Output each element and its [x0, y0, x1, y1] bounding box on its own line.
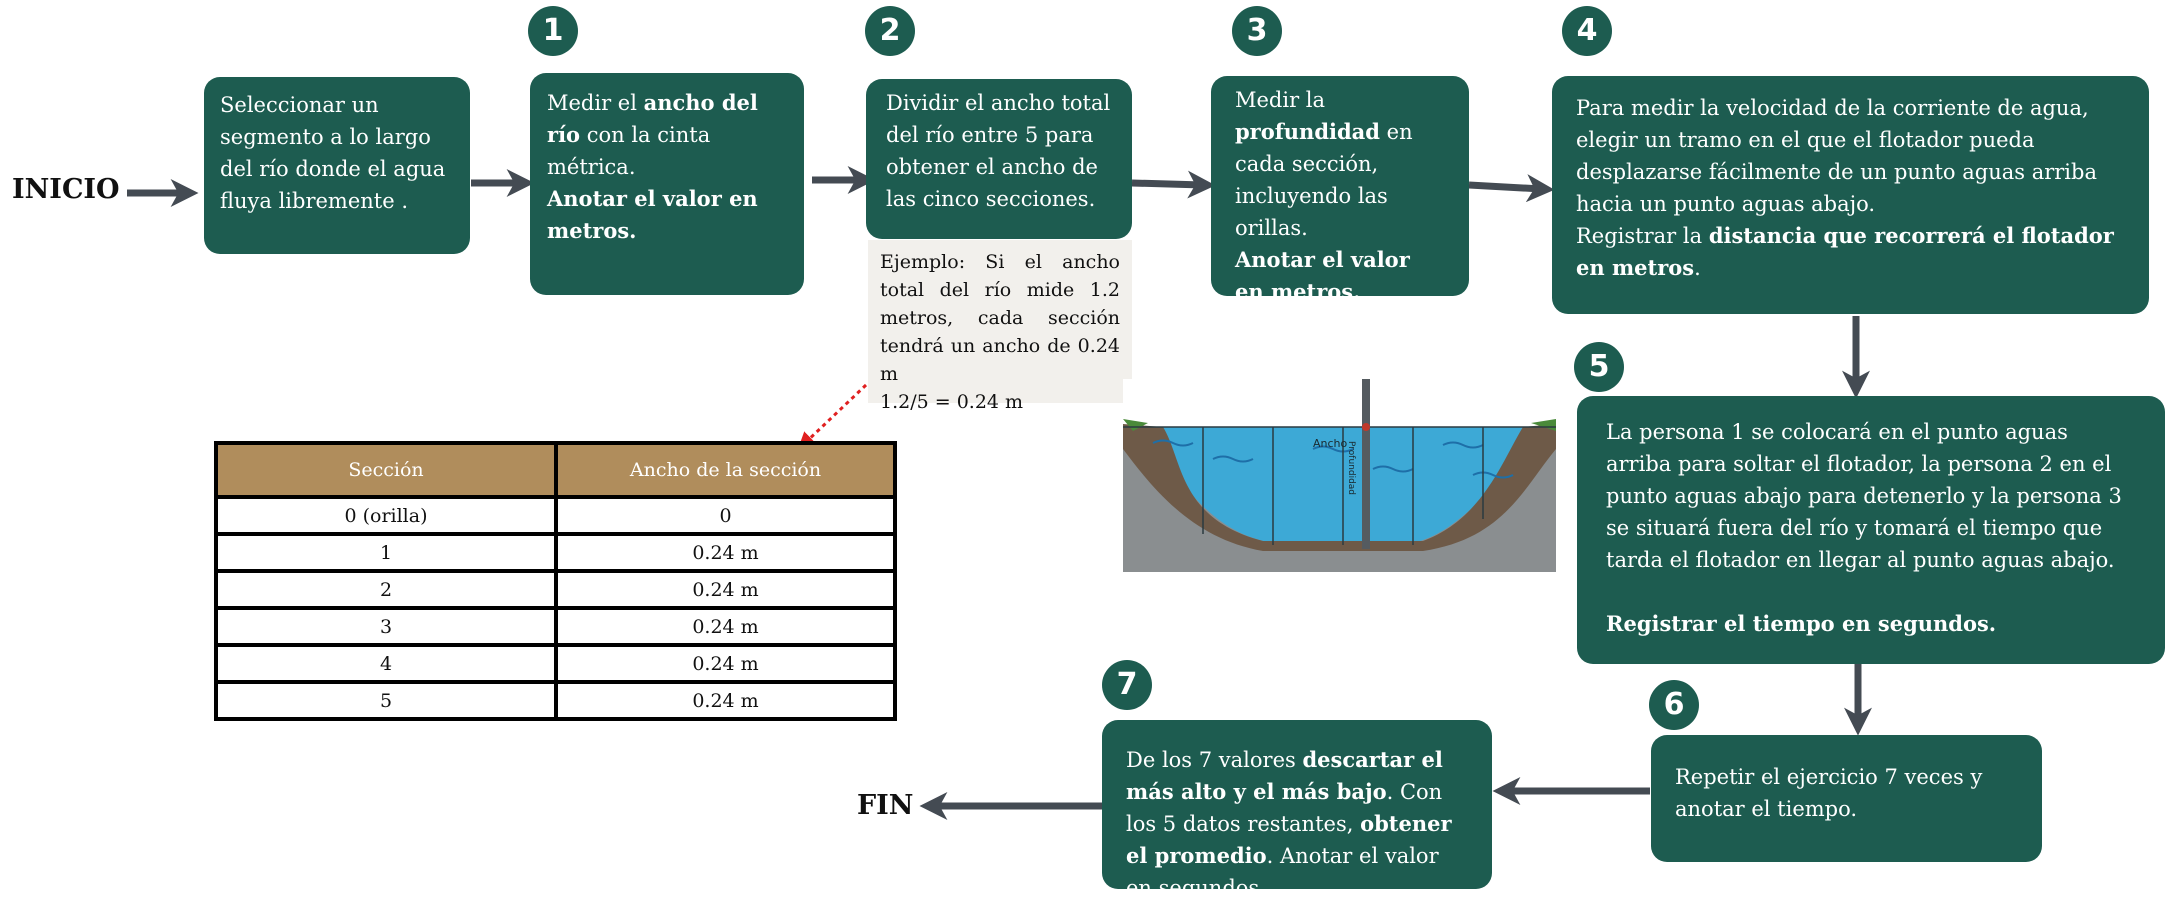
step-4-badge: 4	[1562, 6, 1612, 56]
example-note: Ejemplo: Si el ancho total del río mide …	[868, 240, 1132, 413]
step-1-bold-b: Anotar el valor en metros.	[547, 186, 758, 243]
step-6-badge: 6	[1649, 680, 1699, 730]
table-cell-section: 2	[214, 569, 558, 610]
step-7-bold-b: obtener el promedio	[1126, 811, 1452, 868]
dotted-arrow-example-to-table	[797, 383, 868, 451]
table-cell-section: 3	[214, 606, 558, 647]
step-5-bold: Registrar el tiempo en segundos.	[1606, 611, 1997, 636]
step-7-text-b: . Con los 5 datos restantes,	[1126, 780, 1443, 836]
step-6-box: Repetir el ejercicio 7 veces y anotar el…	[1651, 735, 2042, 862]
table-cell-section: 1	[214, 532, 558, 573]
table-cell-width: 0.24 m	[554, 532, 897, 573]
step-3-badge: 3	[1232, 6, 1282, 56]
table-header-row: Sección Ancho de la sección	[214, 441, 897, 499]
step-7-text-a: De los 7 valores	[1126, 748, 1303, 772]
table-cell-width: 0.24 m	[554, 643, 897, 684]
step-1-text-a: Medir el	[547, 91, 644, 115]
step-5-badge: 5	[1574, 342, 1624, 392]
table-header-width: Ancho de la sección	[554, 441, 897, 499]
arrow-step3-to-step4	[1468, 174, 1555, 203]
table-row: 1 0.24 m	[214, 532, 897, 573]
step-7-bold-a: descartar el más alto y el más bajo	[1126, 747, 1443, 804]
table-cell-section: 0 (orilla)	[214, 495, 558, 536]
step-7-badge: 7	[1102, 660, 1152, 710]
arrow-step2-to-step3	[1131, 170, 1216, 199]
step-5-box: La persona 1 se colocará en el punto agu…	[1577, 396, 2165, 664]
step-1-badge: 1	[528, 6, 578, 56]
step-select-segment-box: Seleccionar un segmento a lo largo del r…	[204, 77, 470, 254]
step-4-text-b: Registrar la	[1576, 224, 1709, 248]
example-text: Ejemplo: Si el ancho total del río mide …	[880, 251, 1120, 385]
table-cell-width: 0.24 m	[554, 569, 897, 610]
table-row: 0 (orilla) 0	[214, 495, 897, 536]
step-4-text: Para medir la velocidad de la corriente …	[1576, 96, 2097, 216]
table-cell-width: 0	[554, 495, 897, 536]
step-5-text: La persona 1 se colocará en el punto agu…	[1606, 420, 2122, 572]
step-3-bold-a: profundidad	[1235, 119, 1380, 144]
table-row: 3 0.24 m	[214, 606, 897, 647]
step-3-bold-b: Anotar el valor en metros.	[1235, 247, 1410, 304]
step-3-box: Medir la profundidad en cada sección, in…	[1211, 76, 1469, 304]
section-width-table: Sección Ancho de la sección 0 (orilla) 0…	[214, 441, 897, 721]
step-2-badge: 2	[865, 6, 915, 56]
step-1-box: Medir el ancho del río con la cinta métr…	[530, 73, 804, 295]
end-label: FIN	[857, 790, 914, 821]
table-row: 2 0.24 m	[214, 569, 897, 610]
step-1-bold-a: ancho del río	[547, 90, 758, 147]
step-4-text-c: .	[1694, 256, 1701, 280]
step-7-box: De los 7 valores descartar el más alto y…	[1102, 720, 1492, 900]
example-calc: 1.2/5 = 0.24 m	[880, 391, 1024, 413]
step-4-bold: distancia que recorrerá el flotador en m…	[1576, 223, 2114, 280]
table-row: 4 0.24 m	[214, 643, 897, 684]
river-depth-label: Profundidad	[1346, 441, 1356, 495]
table-row: 5 0.24 m	[214, 680, 897, 721]
table-header-section: Sección	[214, 441, 558, 499]
start-label: INICIO	[12, 174, 120, 205]
step-3-text-a: Medir la	[1235, 88, 1326, 112]
river-width-label: Ancho	[1313, 437, 1348, 450]
step-1-text-b: con la cinta métrica.	[547, 123, 711, 179]
step-3-text-b: en cada sección, incluyendo las orillas.	[1235, 120, 1413, 240]
step-2-text: Dividir el ancho total del río entre 5 p…	[886, 91, 1111, 211]
step-4-box: Para medir la velocidad de la corriente …	[1552, 76, 2149, 314]
step-6-text: Repetir el ejercicio 7 veces y anotar el…	[1675, 765, 1983, 821]
table-cell-width: 0.24 m	[554, 606, 897, 647]
step-select-segment-text: Seleccionar un segmento a lo largo del r…	[220, 93, 446, 213]
river-cross-section: Ancho Profundidad	[1123, 379, 1556, 572]
table-cell-section: 4	[214, 643, 558, 684]
table-cell-width: 0.24 m	[554, 680, 897, 721]
table-cell-section: 5	[214, 680, 558, 721]
step-2-box: Dividir el ancho total del río entre 5 p…	[866, 79, 1132, 239]
